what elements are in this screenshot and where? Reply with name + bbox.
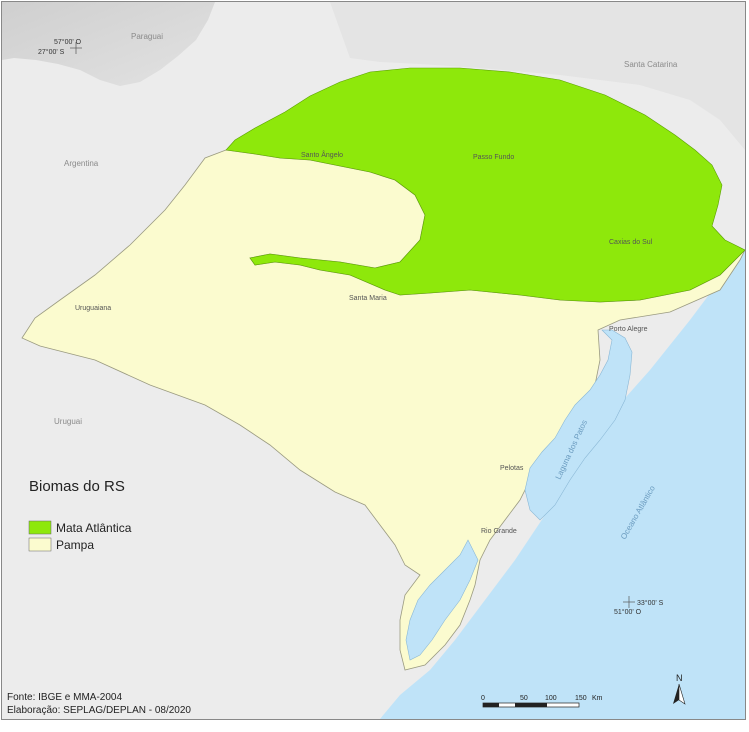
ocean-area [380,250,745,719]
lagoa-mirim [405,539,479,661]
label-caxias: Caxias do Sul [609,239,653,246]
label-santo-angelo: Santo Ângelo [301,150,343,159]
footer-source: Fonte: IBGE e MMA-2004 [7,692,122,703]
legend: Biomas do RS Mata Atlântica Pampa [28,478,132,552]
legend-label-pampa: Pampa [56,538,94,552]
coord-nw-lat: 27°00' S [38,48,65,56]
label-uruguai: Uruguai [54,417,82,426]
label-paraguai: Paraguai [131,32,163,41]
coord-nw-lon: 57°00' O [54,38,82,46]
label-uruguaiana: Uruguaiana [75,305,111,312]
scale-label-0: 0 [481,695,485,702]
legend-swatch-pampa [28,537,52,552]
legend-label-mata: Mata Atlântica [56,521,132,535]
label-rio-grande: Rio Grande [481,528,517,535]
scale-label-50: 50 [520,695,528,702]
label-argentina: Argentina [64,159,99,168]
graticule-nw: 57°00' O 27°00' S [38,38,82,56]
relief-santa-catarina [330,2,745,150]
label-pelotas: Pelotas [500,465,524,472]
laguna-dos-patos [524,329,633,521]
relief-paraguai [2,2,215,86]
mata-atlantica-biome [225,67,746,303]
label-santa-catarina: Santa Catarina [624,60,678,69]
coord-se-lat: 33°00' S [637,599,664,607]
scale-label-150: 150 [575,695,587,702]
scale-bar: 0 50 100 150 Km [481,695,603,708]
scale-unit: Km [592,695,603,702]
coord-se-lon: 51°00' O [614,608,642,616]
label-passo-fundo: Passo Fundo [473,154,514,161]
label-santa-maria: Santa Maria [349,295,387,302]
north-arrow-icon: N [673,673,686,705]
scale-label-100: 100 [545,695,557,702]
footer-elaboration: Elaboração: SEPLAG/DEPLAN - 08/2020 [7,705,191,716]
label-porto-alegre: Porto Alegre [609,326,648,333]
legend-swatch-mata [28,520,52,535]
north-label: N [676,673,683,683]
graticule-se: 33°00' S 51°00' O [614,596,664,616]
legend-title: Biomas do RS [29,478,125,495]
